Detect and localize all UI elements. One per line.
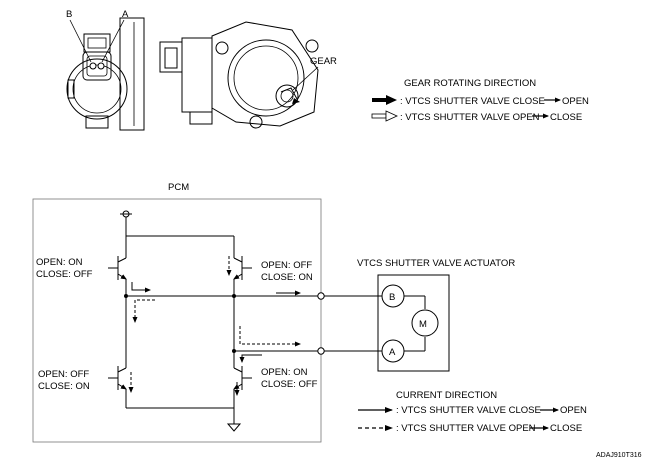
- ground-icon: [226, 423, 242, 432]
- current-legend-title: CURRENT DIRECTION: [396, 390, 497, 401]
- figure-code: ADAJ910T316: [596, 452, 642, 459]
- current-legend-dashed-text: : VTCS SHUTTER VALVE OPEN: [396, 423, 536, 434]
- motor-icon: [411, 309, 439, 337]
- connector-pin-a-label: A: [122, 9, 129, 20]
- transistor-top-right: [233, 256, 252, 296]
- actuator-terminal-b-label: B: [389, 292, 395, 303]
- current-legend-dashed-to: CLOSE: [550, 423, 582, 434]
- transistor-top-right-state-1: OPEN: OFF: [261, 260, 312, 271]
- gear-legend-title: GEAR ROTATING DIRECTION: [404, 78, 536, 89]
- transistor-top-left-state-2: CLOSE: OFF: [36, 269, 93, 280]
- current-legend-solid-to: OPEN: [560, 405, 587, 416]
- current-legend-solid-text: : VTCS SHUTTER VALVE CLOSE: [396, 405, 541, 416]
- current-path-solid: [131, 282, 301, 396]
- transistor-bottom-right-state-1: OPEN: ON: [261, 367, 308, 378]
- terminal-node-a: [317, 347, 325, 355]
- actuator-gear-view: [159, 21, 319, 129]
- transistor-bottom-right-state-2: CLOSE: OFF: [261, 379, 318, 390]
- gear-legend-solid-to: OPEN: [562, 96, 589, 107]
- connector-pin-b-label: B: [66, 9, 72, 20]
- gear-label: GEAR: [310, 56, 337, 67]
- actuator-box: [377, 274, 450, 372]
- gear-legend-solid-text: : VTCS SHUTTER VALVE CLOSE: [400, 96, 545, 107]
- pcm-box: [32, 198, 322, 443]
- motor-label: M: [419, 319, 427, 330]
- gear-legend-hollow-text: : VTCS SHUTTER VALVE OPEN: [400, 112, 540, 123]
- pcm-label: PCM: [168, 182, 189, 193]
- terminal-node-b: [317, 292, 325, 300]
- transistor-bottom-left: [108, 366, 127, 408]
- actuator-title: VTCS SHUTTER VALVE ACTUATOR: [357, 258, 515, 269]
- actuator-terminal-a-label: A: [389, 347, 396, 358]
- actuator-connector-view: [66, 17, 145, 131]
- gear-legend-solid-arrow-icon: [372, 95, 397, 105]
- transistor-top-right-state-2: CLOSE: ON: [261, 272, 313, 283]
- gear-legend-hollow-to: CLOSE: [550, 112, 582, 123]
- current-path-dashed: [128, 256, 301, 393]
- transistor-top-left-state-1: OPEN: ON: [36, 257, 83, 268]
- transistor-bottom-left-state-2: CLOSE: ON: [38, 381, 90, 392]
- transistor-top-left: [108, 256, 127, 296]
- power-supply-icon: [120, 210, 132, 236]
- gear-legend-hollow-arrow-icon: [371, 110, 398, 122]
- transistor-bottom-left-state-1: OPEN: OFF: [38, 369, 89, 380]
- transistor-bottom-right: [233, 366, 252, 408]
